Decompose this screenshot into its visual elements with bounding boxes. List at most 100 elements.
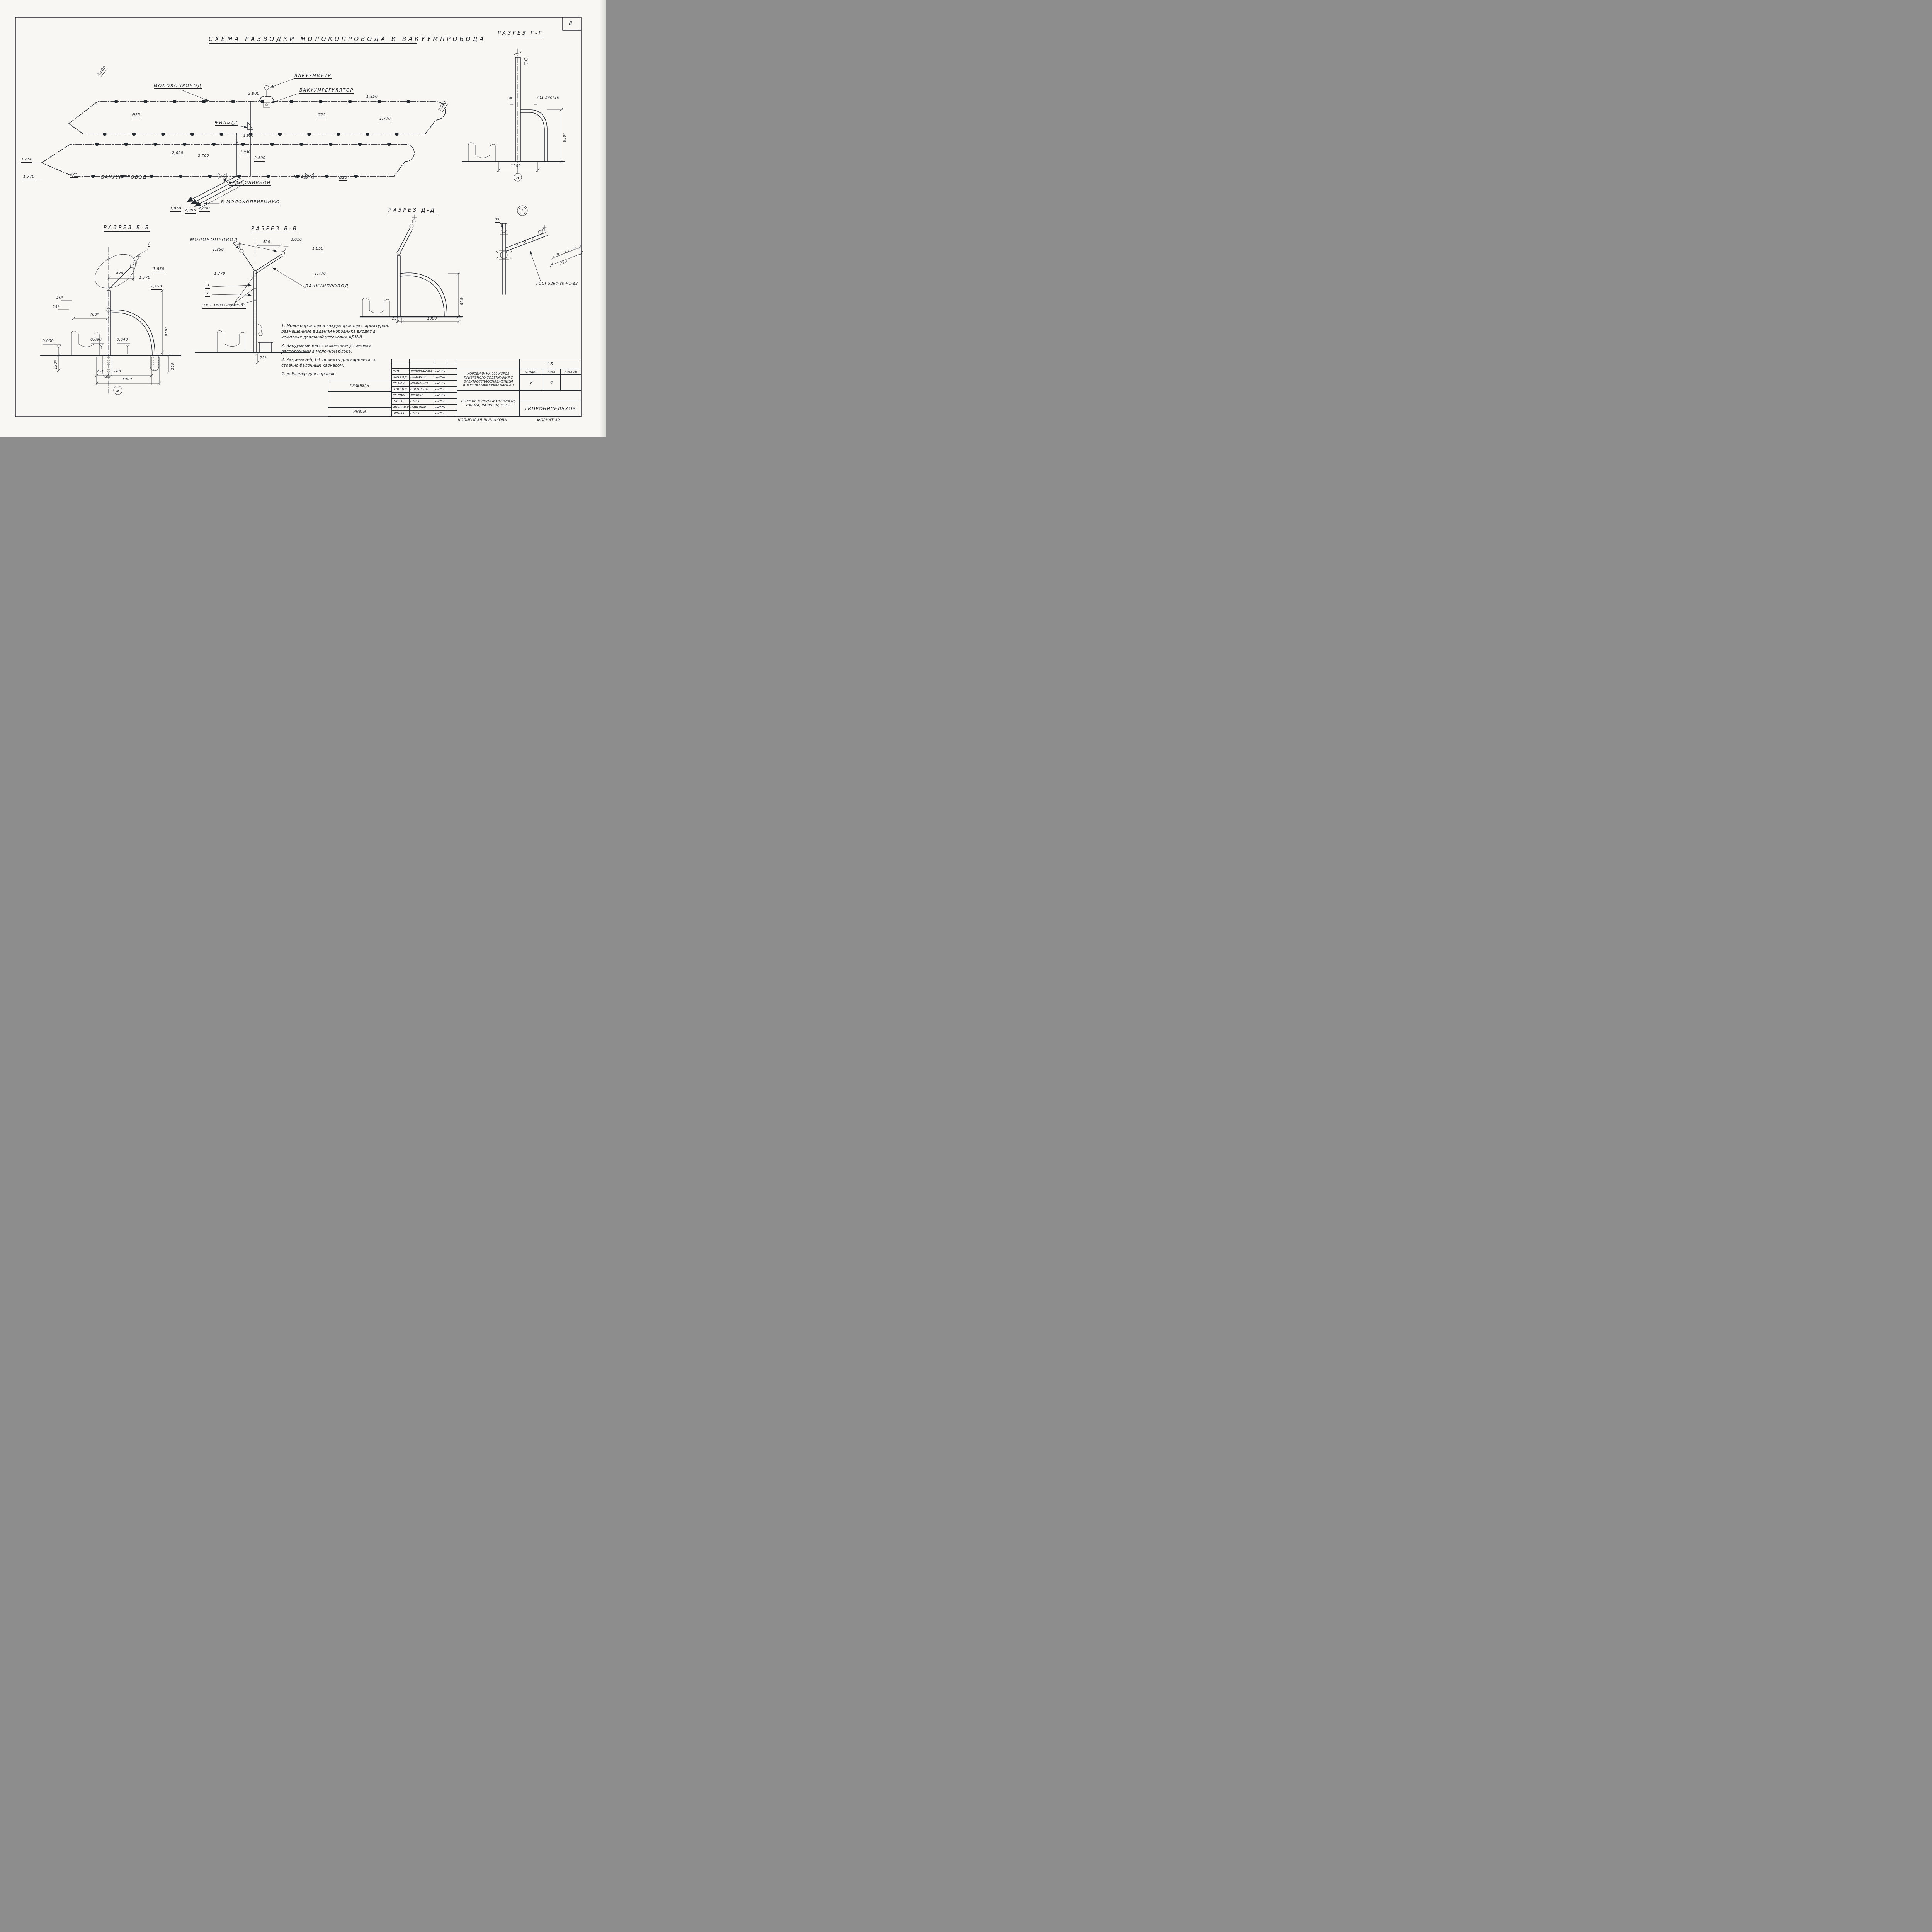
valve-label: КРАН [294, 175, 309, 180]
dim-2600-b: 2,600 [254, 156, 266, 162]
dd-dim-850: 850* [460, 296, 464, 305]
titleblock-marka-cell: ТХ [520, 359, 581, 369]
milk-pipe-label: МОЛОКОПРОВОД [154, 83, 202, 89]
dd-dim-25: 25* [392, 316, 399, 321]
vv-dim-1850-l: 1,850 [213, 248, 224, 253]
note-item: 1. Молокопроводы и вакуумпроводы с армат… [281, 323, 389, 340]
drawing-linework [15, 17, 583, 417]
vv-gost-label: ГОСТ 16037-80-Н1-Δ3 [202, 304, 246, 309]
dim-1850-bot-a: 1,850 [170, 207, 182, 212]
note-item: 4. ж-Размер для справок [281, 371, 335, 376]
bb-lvl-0090: 0,090 [90, 338, 102, 343]
mark-zh: Ж [509, 96, 513, 100]
section-gg-title: РАЗРЕЗ Г-Г [498, 31, 543, 37]
main-title: СХЕМА РАЗВОДКИ МОЛОКОПРОВОДА И ВАКУУМПРО… [209, 36, 483, 44]
signature-row: ПРОВЕР.РУЛЕВ [392, 410, 457, 416]
bb-dim-700: 700* [90, 313, 99, 317]
signature-row: ГЛ.СПЕЦ.ЛЕШИН [392, 392, 457, 398]
to-milk-room-label: В МОЛОКОПРИЕМНУЮ [221, 199, 281, 205]
signature-row-empty [392, 359, 457, 364]
copied-by-label: КОПИРОВАЛ ШУШАКОВА [458, 418, 507, 422]
bb-dim-1000: 1000 [122, 377, 132, 381]
drain-valve-label: КРАН СЛИВНОЙ [229, 180, 271, 186]
dim-1850-top: 1,850 [366, 95, 378, 100]
bb-dim-100: 100 [114, 369, 121, 374]
scheme-linework [17, 78, 446, 209]
section-bb-linework [40, 247, 182, 395]
signature-row: ГЛ.МЕХ.ИВАНЕНКО [392, 380, 457, 386]
bb-dim-25-bot: 25* [97, 369, 104, 374]
dim-1950: 1,950 [240, 151, 251, 155]
gg-bubble: Б [516, 175, 519, 180]
sheet-number: 8 [569, 20, 573, 27]
titleblock-sheets-header: ЛИСТОВ [560, 369, 581, 374]
vv-milk-pipe-label: МОЛОКОПРОВОД [190, 237, 238, 243]
vv-dim-2010: 2,010 [291, 238, 302, 243]
bb-dim-420: 420 [116, 271, 124, 276]
signature-row: НАЧ.ОТД.ЕРМАКОВ [392, 374, 457, 380]
bb-dim-200: 200 [171, 362, 175, 370]
dim-2800: 2,800 [248, 92, 260, 97]
titleblock-stage-header: СТАДИЯ [520, 369, 543, 374]
titleblock-attached-cell: ПРИВЯЗАН [328, 381, 391, 391]
titleblock-org-cell: ГИПРОНИСЕЛЬХОЗ [520, 401, 581, 417]
signature-squiggle [435, 388, 445, 390]
signature-squiggle [435, 370, 445, 372]
dim-1770-top: 1,770 [379, 117, 391, 122]
dd-dim-1000: 1000 [427, 316, 437, 321]
detail-dim-35: 35 [495, 218, 500, 223]
signature-squiggle [435, 382, 445, 384]
dim-2600-a: 2,600 [172, 151, 184, 156]
vacuum-pipe-label: ВАКУУМПРОВОД [101, 175, 147, 180]
signature-row: РУК.ГР.РУЛЕВ [392, 398, 457, 404]
vacuum-gauge-label: ВАКУУММЕТР [294, 73, 332, 79]
notes-block: 1. Молокопроводы и вакуумпроводы с армат… [281, 323, 396, 379]
bb-dim-50: 50* [56, 296, 64, 300]
bb-dim-25-left: 25* [53, 305, 60, 309]
mark-zh1: Ж1 лист10 [537, 95, 560, 100]
signature-squiggle [435, 406, 445, 408]
bb-detail-mark: I [148, 241, 150, 247]
signature-row-empty [392, 364, 457, 368]
dim-dia25-b: Ø25 [318, 113, 326, 118]
section-vv-linework [194, 238, 310, 366]
dim-1850-bot-b: 1,850 [199, 207, 210, 212]
gg-dim-850: 850* [563, 133, 567, 142]
titleblock-project-cell: КОРОВНИК НА 200 КОРОВ ПРИВЯЗНОГО СОДЕРЖА… [457, 369, 520, 390]
vv-dim-1770-r: 1,770 [315, 272, 326, 277]
note-item: 2. Вакуумный насос и моечные установки р… [281, 343, 371, 354]
signature-row: Н.КОНТР.КОРОЛЕВА [392, 386, 457, 392]
bb-dim-1770: 1,770 [139, 276, 151, 281]
note-item: 3. Разрезы Б-Б; Г-Г принять для варианта… [281, 357, 377, 368]
bb-dim-150: 150* [54, 360, 58, 369]
titleblock-inv-cell: ИНВ. N [328, 408, 391, 417]
detail-i-bubble: I [522, 208, 523, 213]
vv-dim-1850-r: 1,850 [312, 247, 324, 252]
sheet-frame [15, 17, 582, 417]
vacuum-regulator-label: ВАКУУМРЕГУЛЯТОР [299, 88, 354, 94]
signature-squiggle [435, 400, 445, 402]
titleblock-empty-cell [328, 391, 391, 408]
dim-1770-left: 1,770 [23, 175, 35, 180]
titleblock-sheets-value [560, 374, 581, 390]
section-dd-linework [359, 214, 463, 323]
dim-1850-left: 1,850 [21, 158, 33, 163]
vv-dim-420: 420 [263, 240, 270, 244]
dim-1930: 1,930 [243, 134, 254, 139]
titleblock-empty-right-cell [520, 390, 581, 401]
section-vv-title: РАЗРЕЗ В-В [251, 226, 298, 233]
titleblock-top-left-cell [457, 359, 520, 369]
bb-dim-1850: 1,850 [153, 267, 165, 272]
detail-gost-label: ГОСТ 5264-80-Н1-Δ3 [536, 282, 578, 287]
format-label: ФОРМАТ А2 [537, 418, 560, 422]
bb-dim-1450: 1,450 [151, 285, 162, 290]
vv-pos-11: 11 [205, 284, 210, 289]
pos-4: 4 [236, 140, 239, 144]
bb-bubble: Б [116, 388, 119, 393]
titleblock-sheet-header: ЛИСТ [543, 369, 560, 374]
titleblock-sheet-value: 4 [543, 374, 560, 390]
vv-pos-16: 16 [205, 292, 210, 297]
